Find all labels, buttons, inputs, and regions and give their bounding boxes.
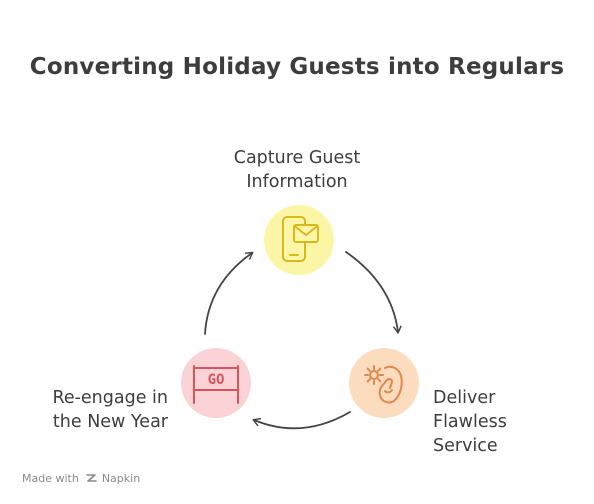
footer-credit: Made with Napkin: [22, 472, 140, 485]
step-label-line: the New Year: [52, 412, 168, 432]
step-label-line: Flawless: [433, 412, 507, 432]
diagram-title: Converting Holiday Guests into Regulars: [29, 54, 565, 80]
footer-made-with: Made with: [22, 472, 79, 485]
arrow-deliver-to-reengage: [252, 411, 351, 430]
step-label-line: Capture Guest: [233, 148, 361, 168]
hand-gear-icon: [364, 365, 403, 404]
step-label-capture: Capture Guest Information: [197, 146, 397, 194]
step-label-line: Information: [246, 172, 348, 192]
step-node-reengage: GO: [181, 348, 251, 418]
step-label-deliver: Deliver Flawless Service: [433, 386, 573, 458]
step-label-reengage: Re-engage in the New Year: [26, 386, 168, 434]
step-label-line: Re-engage in: [52, 388, 168, 408]
step-node-capture: [264, 205, 334, 275]
napkin-logo-icon: [86, 474, 98, 482]
step-label-line: Service: [433, 436, 498, 456]
step-node-deliver: [349, 348, 419, 418]
phone-mail-icon: [282, 216, 319, 262]
footer-brand: Napkin: [101, 472, 141, 485]
arrow-reengage-to-capture: [204, 251, 254, 335]
go-sign-text: GO: [208, 372, 225, 388]
go-sign-icon: GO: [193, 365, 239, 404]
arrow-capture-to-deliver: [345, 251, 402, 334]
step-label-line: Deliver: [433, 388, 496, 408]
